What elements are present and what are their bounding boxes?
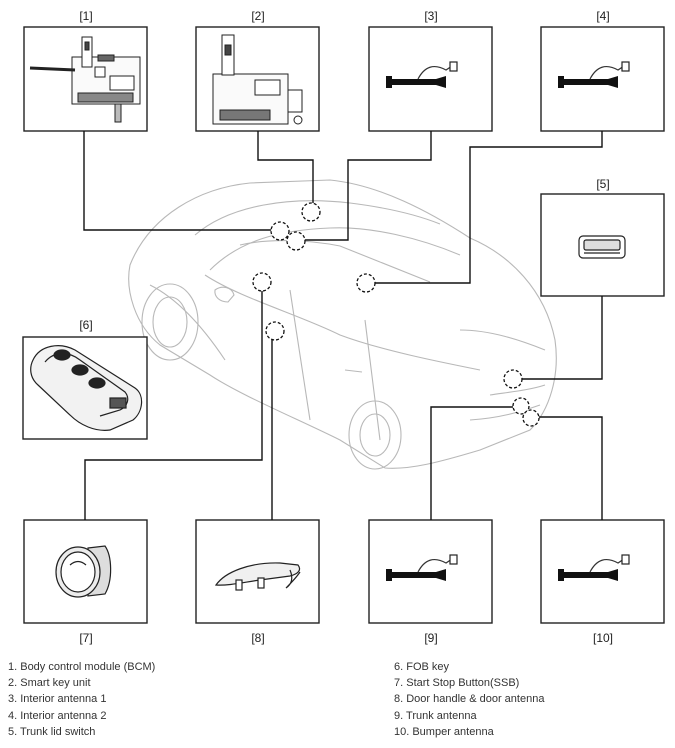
legend-right: 6. FOB key 7. Start Stop Button(SSB) 8. … xyxy=(394,659,544,740)
callout-label-5: [5] xyxy=(596,177,609,191)
legend-item: 3. Interior antenna 1 xyxy=(8,693,107,706)
door-handle-icon xyxy=(214,562,301,591)
box-9 xyxy=(368,519,493,624)
callout-label-7: [7] xyxy=(79,631,92,645)
legend-item: 1. Body control module (BCM) xyxy=(8,661,156,673)
legend-item: 5. Trunk lid switch xyxy=(8,725,96,738)
callout-label-2: [2] xyxy=(251,9,264,23)
legend-item: 6. FOB key xyxy=(394,661,450,673)
callout-labels: [1] [2] [3] [4] [5] [6] [7] [8] [9] [10] xyxy=(79,9,613,645)
callout-label-10: [10] xyxy=(593,631,613,645)
legend-item: 2. Smart key unit xyxy=(8,677,91,690)
fob-key-icon xyxy=(30,345,143,431)
smart-key-unit-icon xyxy=(212,34,303,125)
car-illustration xyxy=(128,179,557,470)
location-markers xyxy=(252,202,540,427)
legend-item: 10. Bumper antenna xyxy=(394,725,494,738)
legend-item: 8. Door handle & door antenna xyxy=(394,693,545,706)
legend-left: 1. Body control module (BCM) 2. Smart ke… xyxy=(8,659,155,740)
legend-item: 9. Trunk antenna xyxy=(394,709,477,722)
legend-item: 4. Interior antenna 2 xyxy=(8,709,107,722)
callout-label-1: [1] xyxy=(79,9,92,23)
callout-label-9: [9] xyxy=(424,631,437,645)
system-diagram: [1] [2] [3] [4] [5] [6] [7] [8] [9] [10] xyxy=(22,9,665,645)
callout-label-6: [6] xyxy=(79,318,92,332)
callout-label-8: [8] xyxy=(251,631,264,645)
leader-lines xyxy=(83,131,603,520)
legend-item: 7. Start Stop Button(SSB) xyxy=(394,677,520,690)
callout-label-3: [3] xyxy=(424,9,437,23)
bcm-module-icon xyxy=(29,36,141,123)
start-stop-button-icon xyxy=(55,545,112,598)
callout-label-4: [4] xyxy=(596,9,609,23)
trunk-switch-icon xyxy=(578,235,626,259)
